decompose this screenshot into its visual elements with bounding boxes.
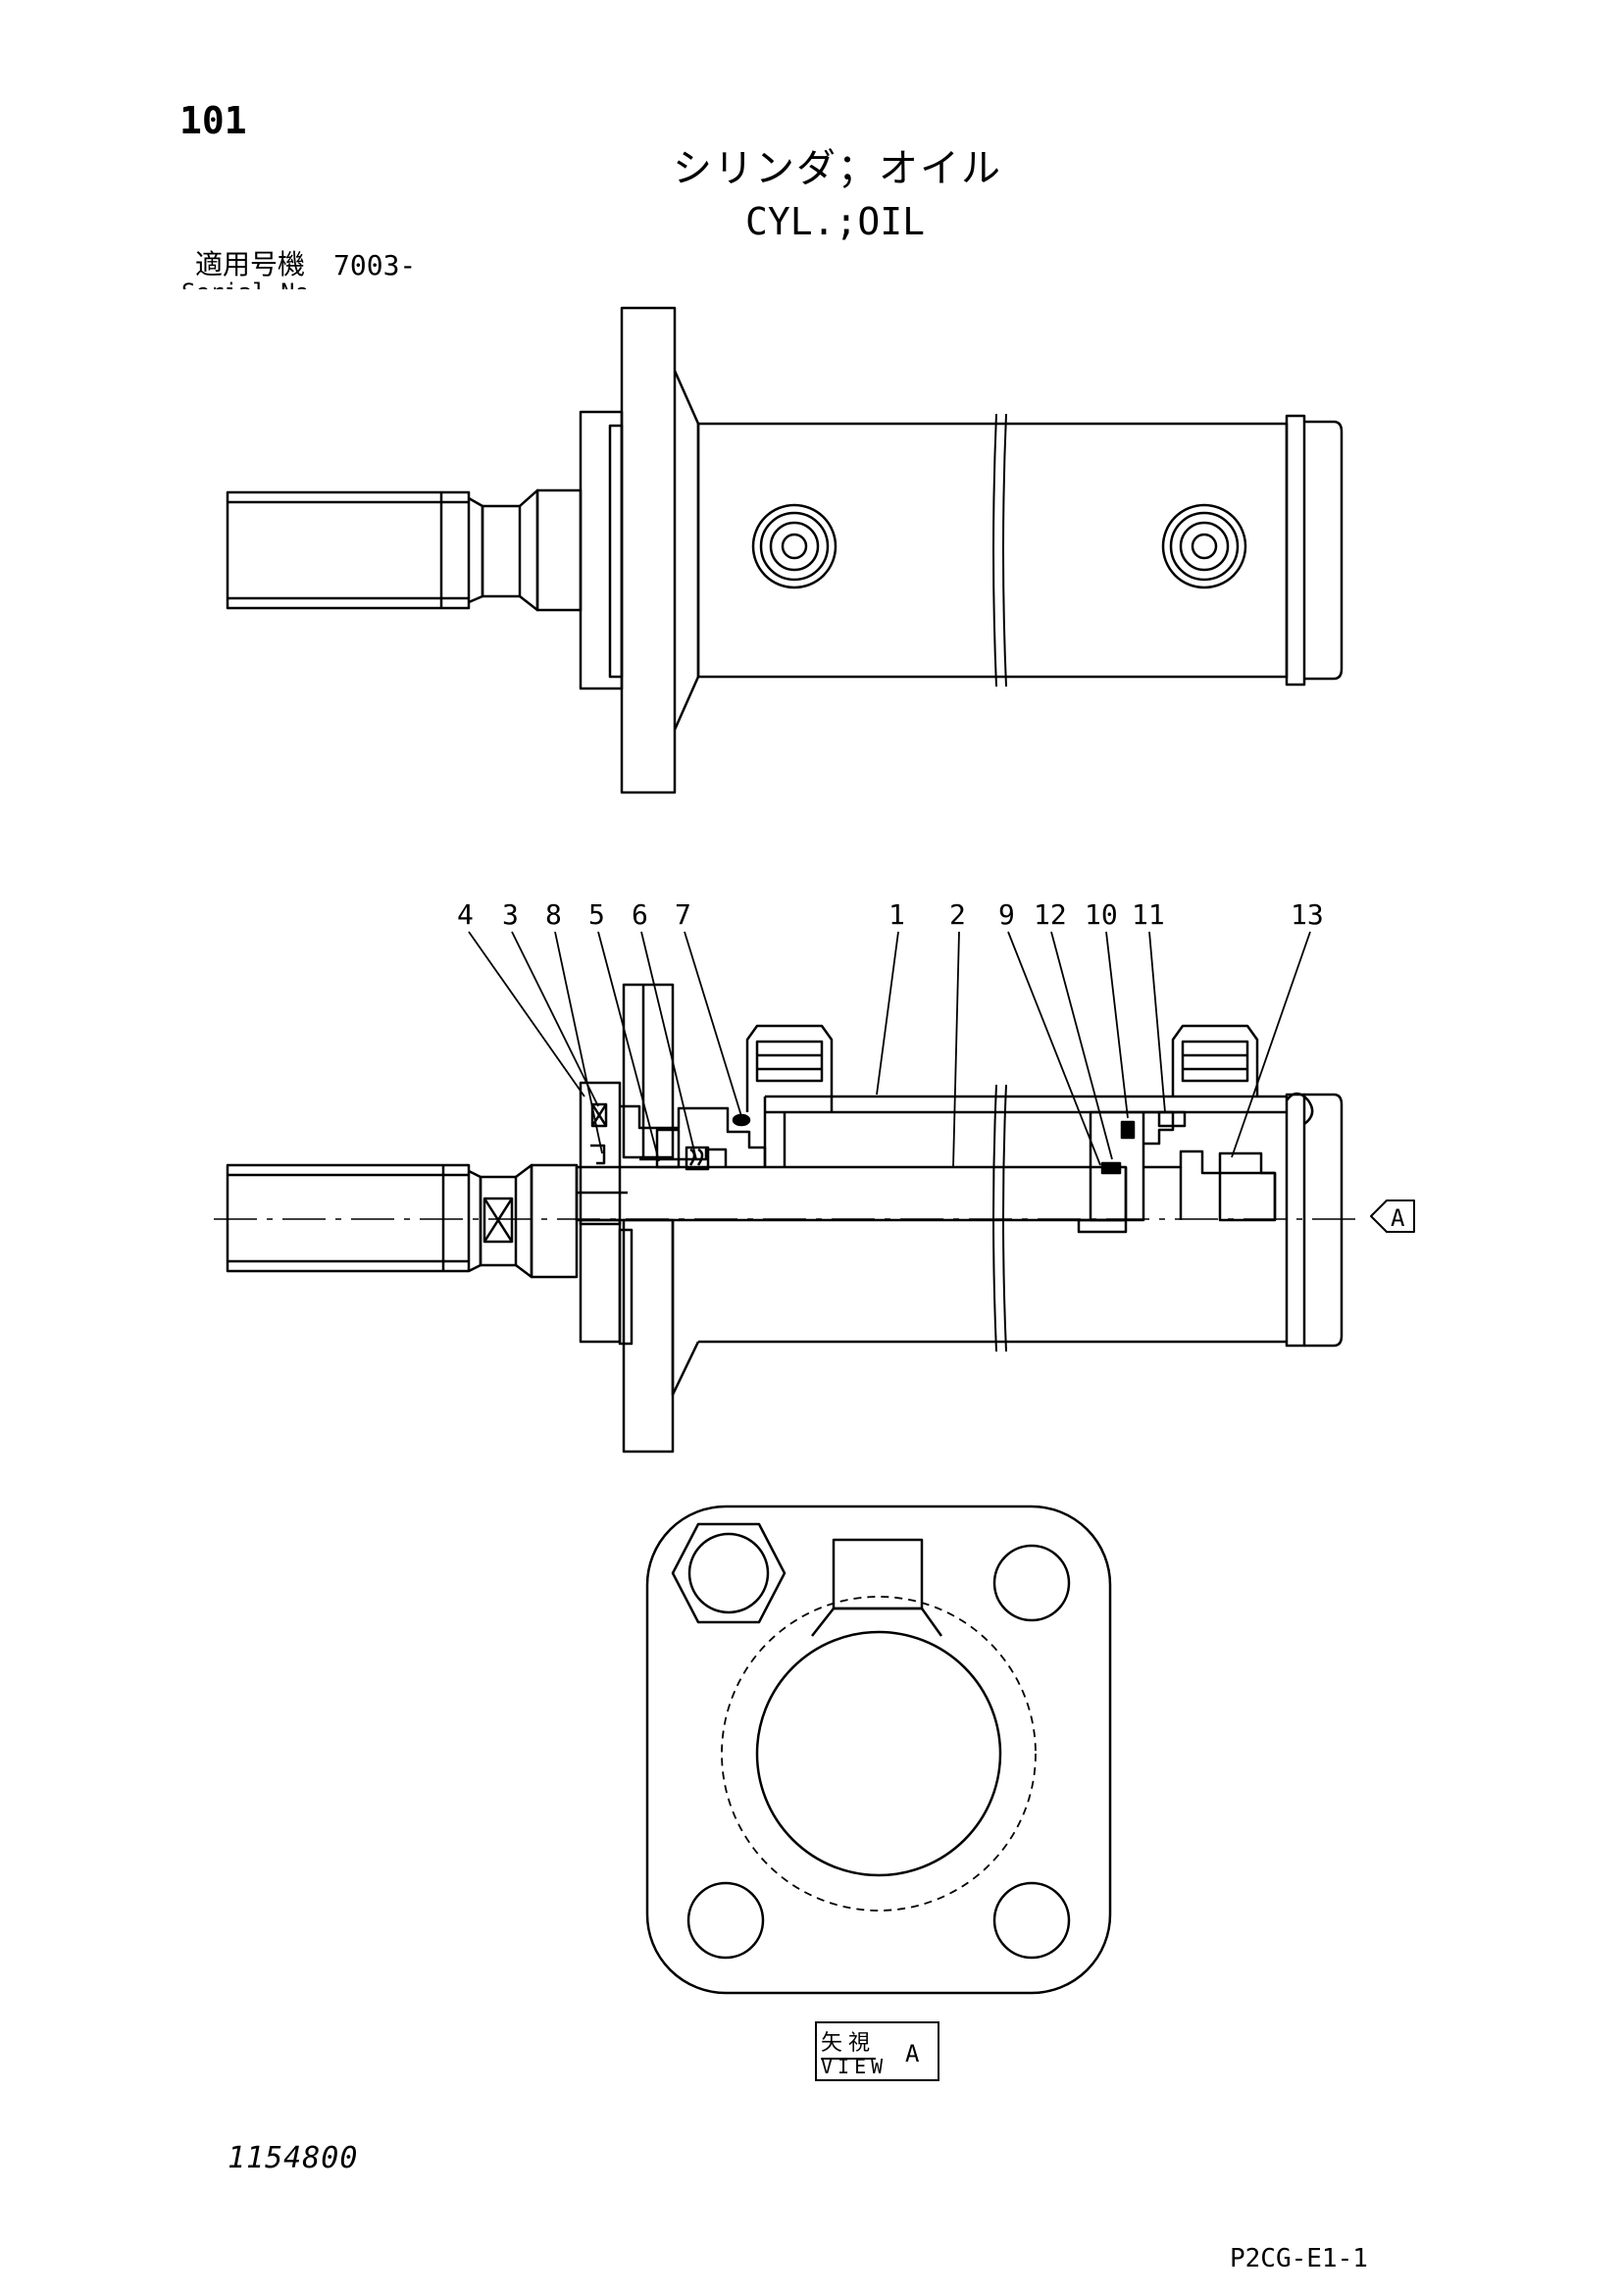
view-label-letter: A <box>905 2040 920 2067</box>
callout-6: 6 <box>632 898 648 931</box>
mounting-flange-exterior <box>620 306 677 794</box>
hex-nut <box>671 1522 787 1624</box>
bolt-hole-top-right <box>992 1544 1071 1622</box>
view-label-box: 矢視 VIEW A <box>815 2021 939 2081</box>
port-block <box>832 1538 924 1610</box>
title-japanese: シリンダ；オイル <box>673 146 1002 191</box>
cylinder-end-cap <box>1143 1149 1277 1220</box>
callout-3: 3 <box>502 898 519 931</box>
exterior-view <box>226 306 1344 794</box>
piston-rod <box>575 1165 1128 1222</box>
callout-12: 12 <box>1034 898 1067 931</box>
callout-11: 11 <box>1132 898 1165 931</box>
callout-10: 10 <box>1085 898 1118 931</box>
leader-lines <box>468 931 1311 1168</box>
callout-9: 9 <box>998 898 1015 931</box>
callout-13: 13 <box>1291 898 1324 931</box>
cylinder-outer-dashed <box>721 1596 1037 1912</box>
view-arrow-letter: A <box>1391 1204 1405 1232</box>
page-code: P2CG-E1-1 <box>1230 2244 1368 2273</box>
page-number: 101 <box>179 99 247 142</box>
view-label-english: VIEW <box>821 2055 888 2078</box>
serial-value: 7003- <box>333 249 417 281</box>
serial-label: 適用号機 <box>195 248 306 281</box>
rod-end-exterior <box>226 490 471 610</box>
port-left-exterior <box>751 503 837 589</box>
cylinder-bore <box>755 1630 1002 1877</box>
section-view <box>214 983 1363 1454</box>
callout-8: 8 <box>545 898 562 931</box>
flange-plate-outline <box>645 1505 1112 1995</box>
callout-4: 4 <box>457 898 474 931</box>
end-view-a <box>645 1505 1112 1995</box>
view-arrow-a: A <box>1370 1199 1415 1233</box>
callout-2: 2 <box>949 898 966 931</box>
drawing-number: 1154800 <box>228 2141 359 2175</box>
rod-end-section <box>226 1163 471 1273</box>
view-label-japanese: 矢視 <box>821 2025 877 2060</box>
bolt-hole-bottom-right <box>992 1881 1071 1960</box>
callout-1: 1 <box>888 898 905 931</box>
serial-label-english-clipped: Serial No. <box>181 281 324 289</box>
port-right-section <box>1171 1024 1259 1097</box>
callout-7: 7 <box>675 898 691 931</box>
bolt-hole-bottom-left <box>686 1881 765 1960</box>
title-english: CYL.;OIL <box>745 200 926 243</box>
port-left-section <box>745 1024 834 1097</box>
mounting-flange-section <box>622 983 675 1159</box>
callout-5: 5 <box>588 898 605 931</box>
port-right-exterior <box>1161 503 1247 589</box>
callout-numbers: 4 3 8 5 6 7 1 2 9 12 10 11 13 <box>457 898 1324 931</box>
